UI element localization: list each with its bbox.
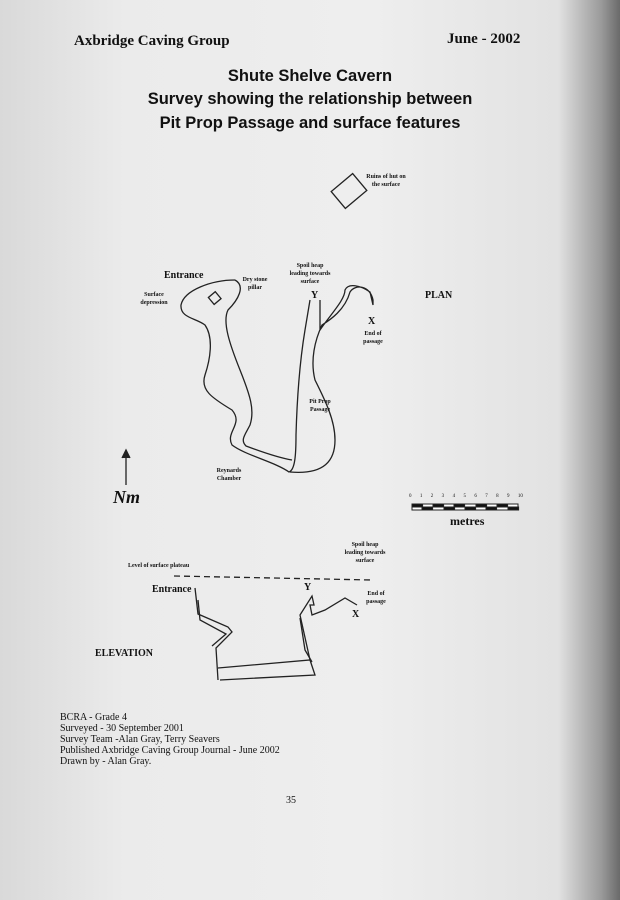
scale-tick: 3 (441, 494, 445, 499)
elevation-entrance-label: Entrance (152, 584, 192, 595)
elevation-y-mark: Y (304, 582, 312, 593)
scale-bar (411, 503, 520, 511)
north-arrow-head (121, 448, 131, 459)
note-drawn-by: Drawn by - Alan Gray. (60, 756, 152, 767)
scale-unit: metres (450, 514, 485, 528)
cave-inner-wall (225, 279, 293, 461)
scale-tick: 6 (474, 494, 477, 499)
note-grade: BCRA - Grade 4 (60, 712, 127, 723)
elevation-entrance-wall (194, 587, 233, 681)
surface-depression-label: Surface depression (140, 292, 168, 306)
surface-depression-outline (207, 290, 222, 306)
scale-tick: 5 (463, 494, 466, 499)
header-date: June - 2002 (447, 31, 521, 47)
title-line-2: Survey showing the relationship between (147, 90, 473, 108)
hut-ruins-outline (330, 172, 368, 210)
plan-spoil-heap-label: Spoil heap leading towards surface (289, 263, 331, 285)
elevation-x-mark: X (352, 609, 360, 620)
elevation-spoil-heap-label: Spoil heap leading towards surface (344, 542, 386, 564)
plan-x-mark: X (368, 316, 376, 327)
cave-left-wall (180, 279, 311, 473)
pit-prop-passage-label: Pit Prop Passage (309, 399, 331, 413)
elevation-right-wall-2 (299, 617, 313, 663)
header-group: Axbridge Caving Group (74, 33, 230, 49)
scale-tick: 8 (496, 494, 499, 499)
scale-tick: 9 (507, 494, 510, 499)
scale-tick: 2 (430, 494, 434, 499)
elevation-label: ELEVATION (95, 648, 153, 659)
plan-y-mark: Y (311, 290, 319, 301)
survey-notes: BCRA - Grade 4 Surveyed - 30 September 2… (60, 712, 280, 767)
reynards-chamber-label: Reynards Chamber (216, 468, 242, 482)
north-label: Nm (113, 487, 140, 507)
note-published: Published Axbridge Caving Group Journal … (60, 745, 280, 756)
surface-level-line (173, 575, 373, 581)
plan-entrance-label: Entrance (164, 270, 204, 281)
elevation-right-wall (299, 594, 358, 661)
scale-tick: 7 (485, 494, 488, 499)
page-number: 35 (286, 795, 296, 806)
note-surveyed: Surveyed - 30 September 2001 (60, 723, 184, 734)
surface-level-label: Level of surface plateau (128, 563, 190, 569)
elevation-floor (217, 659, 316, 681)
scale-tick: 10 (517, 494, 523, 499)
note-team: Survey Team -Alan Gray, Terry Seavers (60, 734, 220, 745)
scale-tick: 1 (419, 494, 423, 499)
scale-tick: 4 (452, 494, 456, 499)
elevation-entrance-wall-2 (197, 599, 228, 647)
scale-ticks: 0 1 2 3 4 5 6 7 8 9 10 (409, 494, 523, 499)
dry-stone-pillar-label: Dry stone pillar (242, 277, 268, 291)
elevation-end-of-passage-label: End of passage (366, 591, 386, 605)
title-line-3: Pit Prop Passage and surface features (159, 114, 461, 132)
plan-end-of-passage-label: End of passage (363, 331, 383, 345)
scale-tick: 0 (409, 494, 412, 499)
passage-right-wall (289, 285, 374, 474)
ruins-label: Ruins of hut on the surface (366, 174, 406, 188)
title-line-1: Shute Shelve Cavern (227, 67, 393, 85)
plan-label: PLAN (425, 290, 453, 301)
